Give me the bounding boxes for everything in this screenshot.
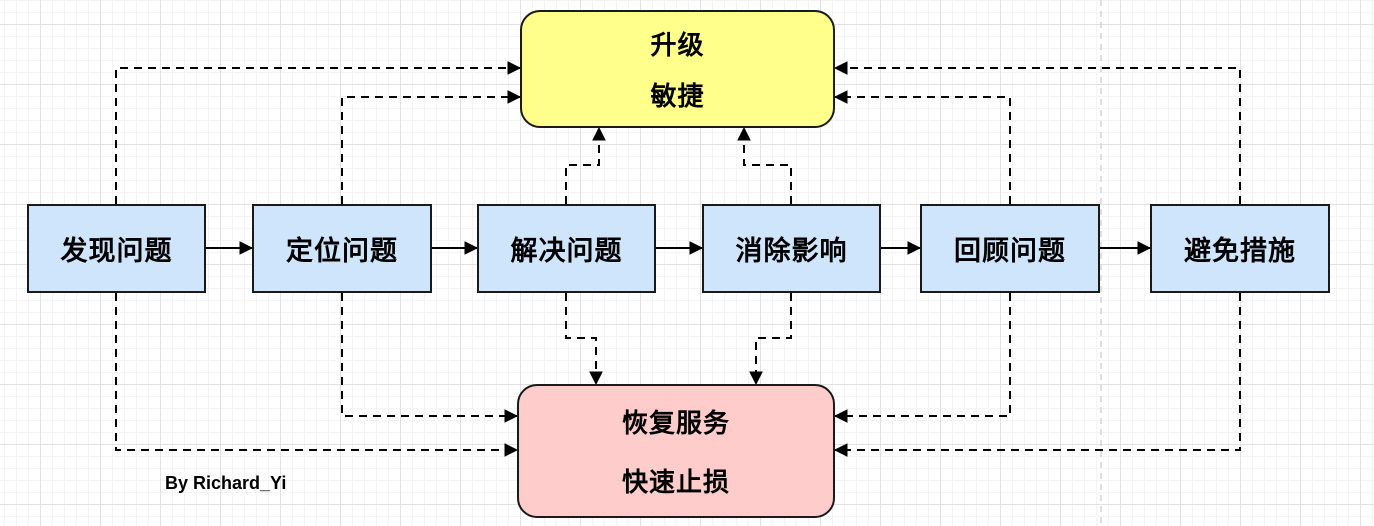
recover-line-2: 快速止损	[621, 467, 730, 497]
edge-solve-to-recover	[565, 293, 603, 386]
edge-locate-to-recover	[341, 293, 519, 423]
edge-discover-to-recover	[115, 293, 519, 457]
credit-text: By Richard_Yi	[165, 473, 287, 493]
node-escalate-agile: 升级 敏捷	[520, 10, 835, 128]
node-prevention-measures: 避免措施	[1150, 204, 1330, 293]
escalate-line-2: 敏捷	[650, 81, 705, 111]
edge-discover-to-escalate	[115, 61, 522, 204]
edge-prevent-to-escalate	[833, 61, 1241, 204]
node-review-problem: 回顾问题	[920, 204, 1100, 293]
edge-eliminate-to-recover	[749, 293, 792, 386]
edge-locate-to-escalate	[341, 90, 522, 204]
node-restore-service: 恢复服务 快速止损	[517, 384, 835, 518]
node-discover-problem: 发现问题	[27, 204, 206, 293]
node-solve-problem: 解决问题	[477, 204, 656, 293]
edge-review-to-escalate	[833, 90, 1011, 204]
edge-solve-to-escalate	[565, 126, 606, 204]
edge-prevent-to-recover	[833, 293, 1241, 457]
edge-review-to-recover	[833, 293, 1011, 423]
node-eliminate-impact: 消除影响	[702, 204, 881, 293]
edge-eliminate-to-escalate	[737, 126, 792, 204]
escalate-line-1: 升级	[650, 30, 705, 60]
node-locate-problem: 定位问题	[252, 204, 432, 293]
recover-line-1: 恢复服务	[621, 408, 730, 438]
